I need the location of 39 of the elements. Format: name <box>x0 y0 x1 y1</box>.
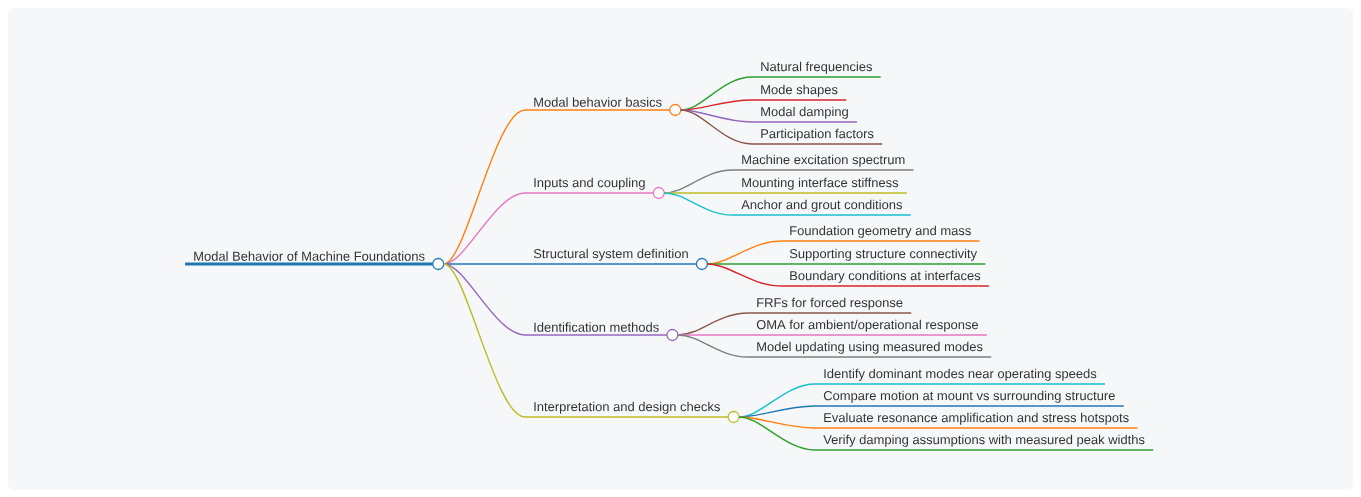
topic-node: Boundary conditions at interfaces <box>780 270 990 287</box>
topic-node: Foundation geometry and mass <box>780 225 981 242</box>
topic-node: Inputs and coupling <box>524 177 665 200</box>
topic-node: Verify damping assumptions with measured peak widths <box>814 434 1154 451</box>
node-label: Modal behavior basics <box>534 97 662 107</box>
node-label: Inputs and coupling <box>534 177 645 190</box>
node-label: Interpretation and design checks <box>534 401 720 414</box>
branch-curve <box>443 109 526 265</box>
topic-node: Supporting structure connectivity <box>780 248 987 265</box>
topic-node: Participation factors <box>751 128 883 145</box>
topic-node: Interpretation and design checks <box>524 401 740 424</box>
topic-node: Structural system definition <box>524 248 709 271</box>
branch-curve <box>663 192 734 216</box>
node-label: Structural system definition <box>533 248 688 261</box>
topic-node: Anchor and grout conditions <box>732 199 912 216</box>
topic-node: Machine excitation spectrum <box>732 154 915 171</box>
topic-node: Model updating using measured modes <box>747 341 992 358</box>
branch-curve <box>680 109 753 145</box>
branch-curve <box>738 416 816 451</box>
topic-node: Identify dominant modes near operating speeds <box>814 368 1106 385</box>
topic-node: Evaluate resonance amplification and stress hotspots <box>814 412 1139 429</box>
topic-node: Modal behavior basics <box>524 97 682 117</box>
topic-node: Modal damping <box>751 106 858 123</box>
topic-node: Natural frequencies <box>751 61 882 78</box>
node-label: Modal Behavior of Machine Foundations <box>194 251 425 261</box>
branch-curve <box>677 334 749 336</box>
topic-node: Mode shapes <box>751 84 847 101</box>
branch-curve <box>706 263 782 287</box>
topic-node: OMA for ambient/operational response <box>747 319 988 336</box>
topic-node: Mounting interface stiffness <box>732 177 908 194</box>
node-label: Identification methods <box>534 322 659 332</box>
topic-node: Modal Behavior of Machine Foundations <box>185 251 445 271</box>
topic-node: Compare motion at mount vs surrounding structure <box>814 390 1125 407</box>
topic-node: Identification methods <box>524 322 679 342</box>
branch-curve <box>443 263 526 265</box>
topic-node: FRFs for forced response <box>747 297 913 314</box>
branch-curve <box>677 334 749 358</box>
branch-curve <box>663 192 734 194</box>
branch-curve <box>443 263 526 418</box>
